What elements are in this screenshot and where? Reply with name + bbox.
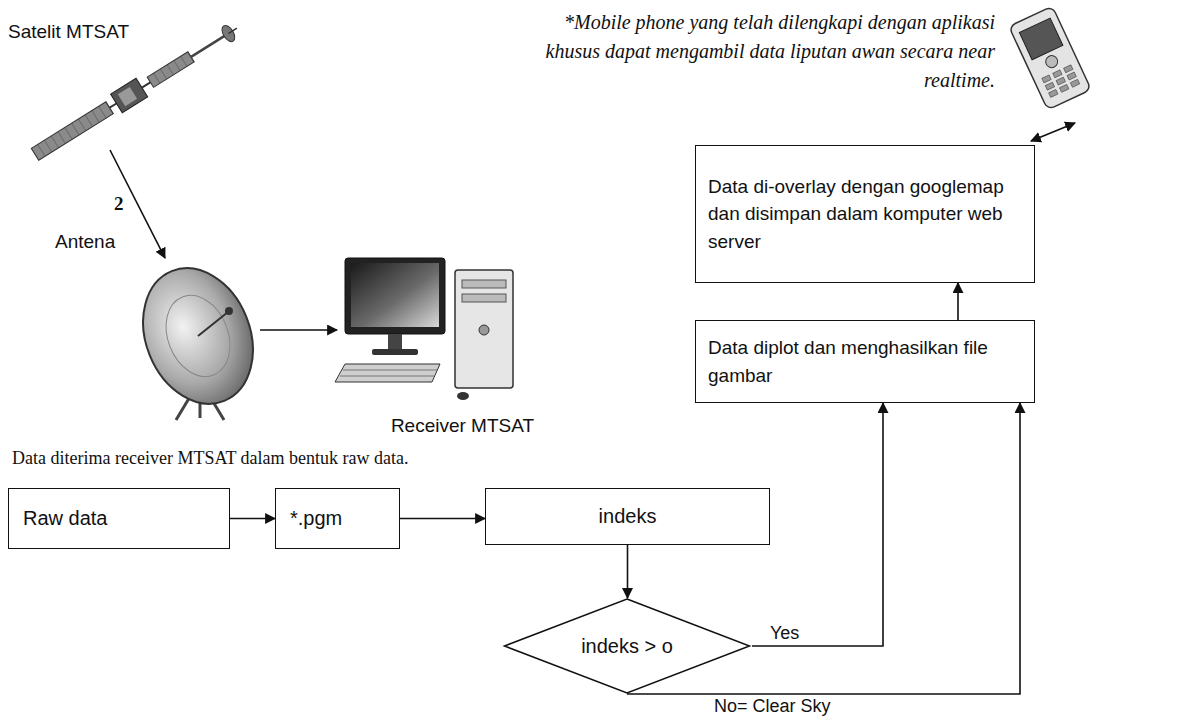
node-text: Data di-overlay dengan googlemap dan dis…	[708, 173, 1022, 256]
phone-note-node: *Mobile phone yang telah dilengkapi deng…	[505, 8, 1105, 120]
process-box: Data di-overlay dengan googlemap dan dis…	[695, 145, 1035, 283]
node-text: indeks	[599, 502, 657, 531]
computer-illustration	[335, 258, 513, 400]
flow-arrow	[400, 518, 485, 520]
flow-arrow	[627, 545, 629, 598]
flow-arrow	[260, 329, 337, 331]
process-box: indeks	[485, 488, 770, 545]
flow-arrow	[1031, 123, 1075, 141]
satellite-node: Satelit MTSAT	[8, 18, 233, 153]
edge-label: Yes	[768, 623, 801, 644]
node-text: Receiver MTSAT	[391, 412, 534, 440]
antenna-node: Antena	[55, 228, 255, 423]
node-text: *Mobile phone yang telah dilengkapi deng…	[505, 8, 995, 95]
node-text: Raw data	[23, 504, 215, 533]
flow-arrow	[230, 518, 275, 520]
node-text: Data diplot dan menghasilkan file gambar	[708, 334, 1022, 389]
decision-diamond: indeks > o	[502, 598, 752, 694]
flow-arrow	[110, 150, 165, 258]
flow-arrow	[752, 403, 883, 646]
process-box: *.pgm	[275, 488, 400, 549]
mobile-phone-illustration	[1009, 6, 1091, 110]
process-box: Data diplot dan menghasilkan file gambar	[695, 320, 1035, 403]
flow-arrow	[957, 283, 959, 320]
receiver-node: Receiver MTSAT	[335, 250, 590, 440]
node-text: Satelit MTSAT	[8, 18, 129, 46]
edge-label: 2	[112, 193, 126, 215]
caption-note: Data diterima receiver MTSAT dalam bentu…	[12, 448, 409, 469]
edge-label: No= Clear Sky	[712, 696, 833, 717]
node-text: Antena	[55, 228, 115, 256]
node-text: indeks > o	[581, 632, 673, 661]
node-text: *.pgm	[290, 504, 385, 533]
process-box: Raw data	[8, 488, 230, 549]
dish-antenna-illustration	[124, 252, 273, 421]
